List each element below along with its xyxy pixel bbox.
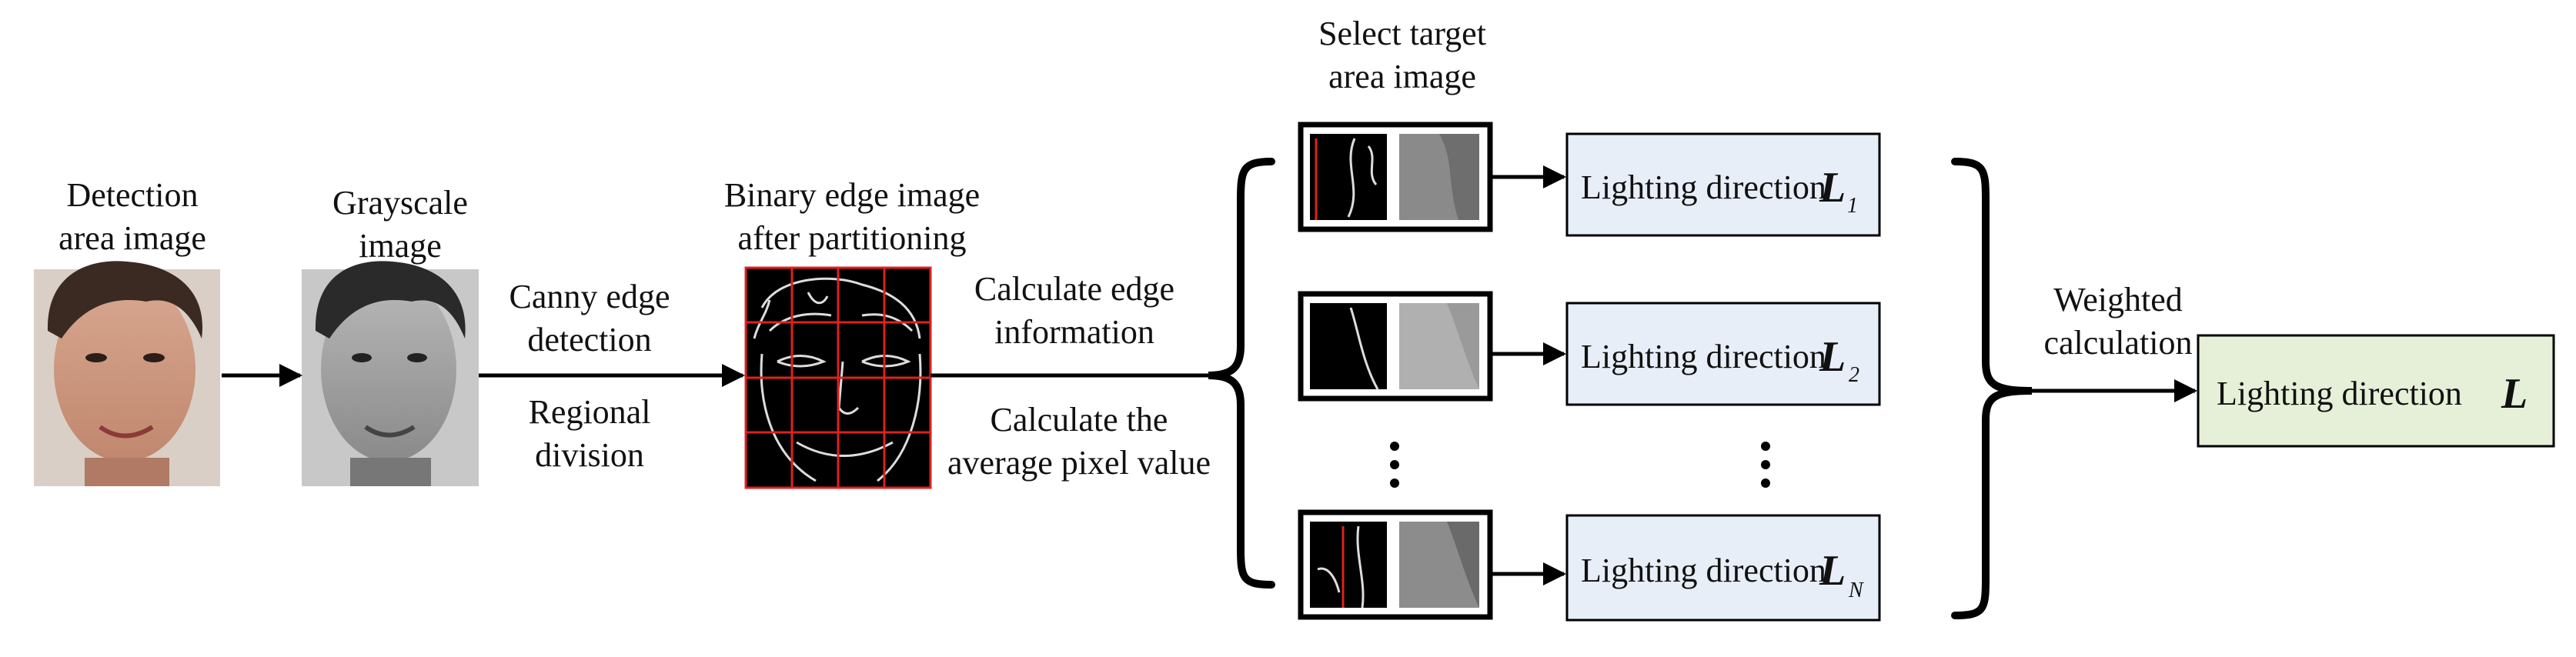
left-brace (1208, 158, 1275, 589)
calc-edge-label-line1: Calculate edge (974, 270, 1174, 308)
lighting-subscript-n: N (1848, 579, 1864, 602)
final-lighting-direction-box: Lighting direction L (2197, 334, 2555, 448)
calc-avg-label-line2: average pixel value (947, 444, 1211, 482)
target-area-image-1 (1298, 122, 1493, 232)
lighting-symbol-n: L (1819, 547, 1846, 595)
final-lighting-symbol: L (2501, 370, 2528, 418)
detection-label-line1: Detection (66, 176, 198, 214)
grayscale-label-line1: Grayscale (332, 184, 468, 222)
grayscale-label-line2: image (359, 227, 442, 265)
final-lighting-direction-label: Lighting direction (2217, 375, 2462, 412)
lighting-direction-label-2: Lighting direction (1581, 338, 1826, 375)
canny-label-line2: detection (527, 321, 651, 359)
detection-face-image (34, 261, 220, 486)
lighting-symbol-2: L (1819, 333, 1846, 381)
regional-label-line1: Regional (529, 393, 651, 431)
lighting-symbol-1: L (1819, 164, 1846, 212)
target-area-image-n (1298, 509, 1493, 620)
lighting-direction-box-1: Lighting direction L 1 (1565, 132, 1881, 237)
calc-edge-label-line2: information (994, 313, 1154, 351)
ellipsis-thumbnails (1390, 442, 1399, 488)
weighted-label-line2: calculation (2043, 324, 2192, 362)
binary-edge-image (744, 266, 932, 489)
calc-avg-label-line1: Calculate the (991, 401, 1168, 439)
binary-label-line2: after partitioning (738, 219, 967, 257)
target-area-image-2 (1298, 291, 1493, 402)
lighting-subscript-2: 2 (1849, 363, 1859, 387)
right-brace (1951, 158, 2033, 619)
regional-label-line2: division (535, 436, 644, 474)
detection-label-line2: area image (58, 219, 206, 257)
ellipsis-boxes (1761, 442, 1770, 488)
lighting-direction-label-n: Lighting direction (1581, 552, 1826, 589)
lighting-subscript-1: 1 (1847, 194, 1858, 218)
grayscale-face-image (302, 261, 479, 486)
canny-label-line1: Canny edge (510, 278, 670, 315)
select-label-line2: area image (1328, 58, 1476, 95)
lighting-direction-box-2: Lighting direction L 2 (1565, 302, 1881, 406)
select-label-line1: Select target (1318, 15, 1486, 52)
binary-label-line1: Binary edge image (724, 176, 980, 214)
lighting-direction-label-1: Lighting direction (1581, 168, 1826, 206)
weighted-label-line1: Weighted (2053, 281, 2183, 318)
lighting-direction-box-n: Lighting direction L N (1565, 514, 1881, 622)
